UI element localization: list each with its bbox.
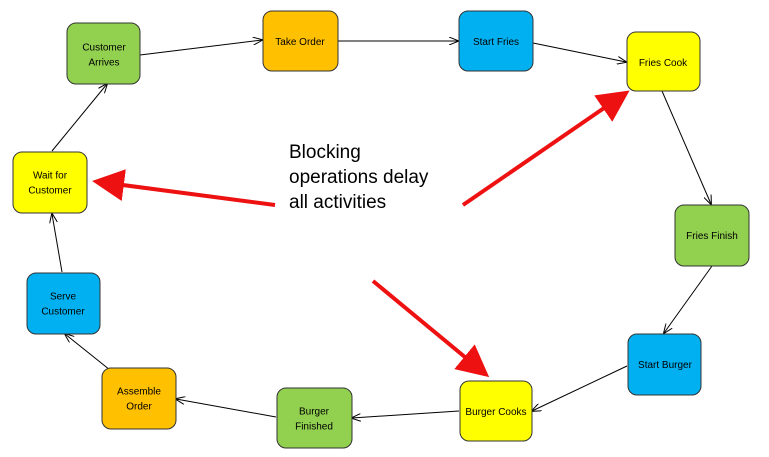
- node-burger-cooks-box: [459, 380, 533, 442]
- node-burger-finished-label-2: Finished: [295, 422, 333, 433]
- node-wait-for-customer-label-2: Customer: [28, 186, 72, 197]
- edge-burger-cooks-to-burger-finished: [352, 410, 460, 418]
- node-start-fries-box: [458, 10, 534, 72]
- node-fries-finish: Fries Finish: [674, 204, 750, 267]
- node-start-fries-label-1: Start Fries: [473, 37, 519, 48]
- node-burger-finished-label-1: Burger: [299, 407, 330, 418]
- edges: [51, 40, 713, 418]
- node-customer-arrives-box: [66, 22, 141, 85]
- node-burger-cooks: Burger Cooks: [459, 380, 533, 442]
- node-take-order-label-1: Take Order: [275, 37, 325, 48]
- callout-line-2: operations delay: [289, 167, 429, 188]
- node-customer-arrives-label-2: Arrives: [88, 58, 119, 69]
- node-start-burger-label-1: Start Burger: [638, 360, 693, 371]
- node-fries-cook-box: [626, 31, 701, 92]
- edge-start-fries-to-fries-cook: [532, 42, 626, 62]
- node-start-burger: Start Burger: [627, 333, 702, 396]
- node-serve-customer-label-2: Customer: [41, 307, 85, 318]
- callout-arrows: [92, 90, 630, 378]
- node-fries-cook: Fries Cook: [626, 31, 701, 92]
- node-fries-finish-label-1: Fries Finish: [686, 231, 738, 242]
- node-fries-finish-box: [674, 204, 750, 267]
- edge-burger-finished-to-assemble-order: [176, 399, 277, 418]
- callout-line-3: all activities: [289, 192, 386, 213]
- node-customer-arrives-label-1: Customer: [82, 43, 126, 54]
- edge-start-burger-to-burger-cooks: [532, 365, 628, 411]
- callout-arrow-to-fries-cook: [461, 90, 630, 207]
- node-serve-customer-box: [26, 272, 101, 335]
- node-burger-cooks-label-1: Burger Cooks: [465, 407, 526, 418]
- node-take-order-box: [262, 10, 339, 72]
- callout-arrow-to-burger-cooks: [371, 279, 490, 378]
- node-wait-for-customer-box: [12, 151, 88, 214]
- edge-fries-cook-to-fries-finish: [661, 90, 711, 204]
- callout-arrow-to-wait-for-customer: [92, 169, 276, 207]
- edge-fries-finish-to-start-burger: [664, 265, 713, 333]
- node-serve-customer-label-1: Serve: [50, 292, 77, 303]
- node-assemble-order-box: [101, 367, 177, 430]
- node-assemble-order-label-2: Order: [126, 402, 152, 413]
- edge-customer-arrives-to-take-order: [139, 40, 262, 56]
- node-burger-finished-box: [276, 387, 353, 449]
- node-start-burger-box: [627, 333, 702, 396]
- node-assemble-order-label-1: Assemble: [117, 387, 161, 398]
- node-fries-cook-label-1: Fries Cook: [639, 58, 688, 69]
- edge-serve-customer-to-wait-for-customer: [52, 214, 63, 273]
- callout-line-1: Blocking: [289, 142, 361, 163]
- edge-assemble-order-to-serve-customer: [65, 334, 111, 371]
- callout: Blocking operations delay all activities: [289, 142, 429, 213]
- node-take-order: Take Order: [262, 10, 339, 72]
- node-wait-for-customer-label-1: Wait for: [33, 171, 68, 182]
- edge-wait-for-customer-to-customer-arrives: [51, 84, 107, 152]
- node-start-fries: Start Fries: [458, 10, 534, 72]
